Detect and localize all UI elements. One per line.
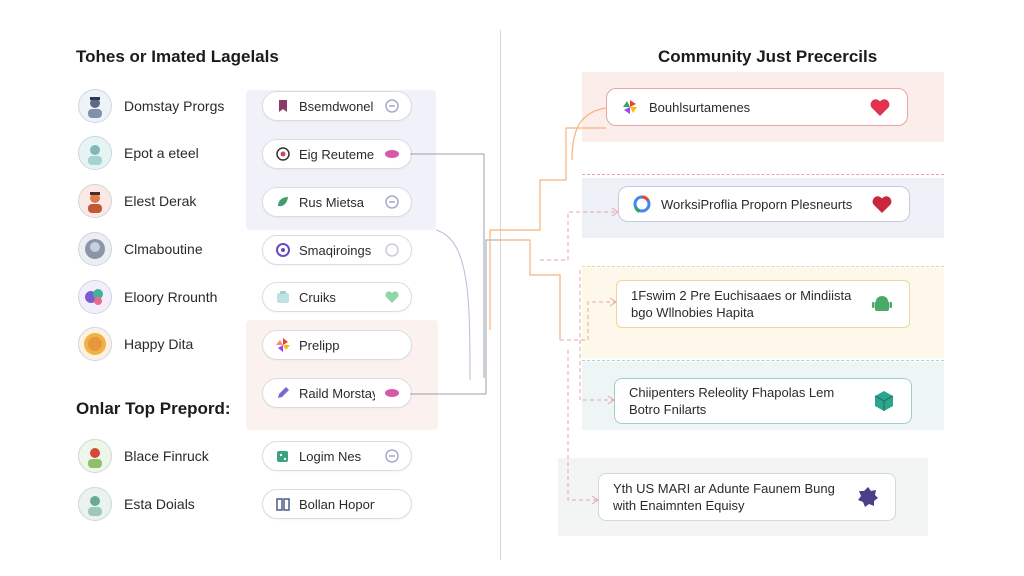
pill-label: Cruiks [299, 289, 336, 305]
toggle-icon[interactable] [383, 193, 401, 211]
pill-label: Raild Morstay [299, 385, 375, 401]
person-row[interactable]: Epot a eteel [78, 135, 199, 171]
card-text: Bouhlsurtamenes [649, 99, 751, 115]
community-card[interactable]: Chiipenters Releolity Fhapolas Lem Botro… [614, 378, 912, 424]
target-icon [275, 146, 291, 162]
dice-icon [275, 448, 291, 464]
community-card[interactable]: 1Fswim 2 Pre Euchisaaes or Mindiista bgo… [616, 280, 910, 328]
pill-label: Smaqiroings [299, 242, 372, 258]
person-row[interactable]: Blace Finruck [78, 438, 209, 474]
toggle-icon[interactable] [383, 241, 401, 259]
pill-button[interactable]: Prelipp [262, 330, 412, 360]
left-heading-bottom: Onlar Top Prepord: [76, 399, 231, 418]
person-row[interactable]: Clmaboutine [78, 231, 203, 267]
person-name: Happy Dita [124, 336, 194, 352]
person-name: Elest Derak [124, 193, 197, 209]
pill-label: Rus Mietsa [299, 194, 365, 210]
connector-line [500, 239, 561, 340]
card-text: WorksiProflia Proporn Plesneurts [661, 196, 853, 212]
card-text: Chiipenters Releolity Fhapolas Lem Botro… [629, 385, 835, 417]
band-separator [582, 174, 944, 175]
avatar [78, 487, 112, 521]
community-card[interactable]: Bouhlsurtamenes [606, 88, 908, 126]
box-icon [275, 289, 291, 305]
pill-button[interactable]: Cruiks [262, 282, 412, 312]
pill-label: Logim Nes [299, 448, 362, 464]
person-row[interactable]: Eloory Rrounth [78, 279, 217, 315]
avatar [78, 89, 112, 123]
column-divider [500, 30, 501, 560]
pinwheel-icon [275, 337, 291, 353]
band-separator [582, 266, 944, 267]
pill-label: Bsemdwonel [299, 98, 374, 114]
person-name: Eloory Rrounth [124, 289, 218, 305]
pill-button[interactable]: Eig Reutement [262, 139, 412, 169]
person-row[interactable]: Esta Doials [78, 486, 195, 522]
pill-label: Eig Reutement [299, 146, 375, 162]
book-icon [275, 496, 291, 512]
person-name: Clmaboutine [124, 241, 203, 257]
community-card[interactable]: Yth US MARI ar Adunte Faunem Bung with E… [598, 473, 896, 521]
avatar [78, 136, 112, 170]
person-row[interactable]: Domstay Prorgs [78, 88, 224, 124]
avatar [78, 327, 112, 361]
card-text: Yth US MARI ar Adunte Faunem Bung with E… [613, 481, 835, 513]
person-row[interactable]: Happy Dita [78, 326, 193, 362]
pill-button[interactable]: Smaqiroings [262, 235, 412, 265]
person-row[interactable]: Elest Derak [78, 183, 196, 219]
right-heading: Community Just Precercils [658, 47, 878, 66]
pill-button[interactable]: Rus Mietsa [262, 187, 412, 217]
pill-button[interactable]: Raild Morstay [262, 378, 412, 408]
left-heading-top: Tohes or Imated Lagelals [76, 47, 279, 66]
pill-button[interactable]: Bsemdwonel [262, 91, 412, 121]
heart-icon[interactable] [869, 191, 895, 217]
pencil-icon [275, 385, 291, 401]
person-name: Epot a eteel [124, 145, 199, 161]
person-name: Esta Doials [124, 496, 195, 512]
avatar [78, 232, 112, 266]
pill-button[interactable]: Bollan Hoports [262, 489, 412, 519]
connector-dot-icon[interactable] [383, 384, 401, 402]
pill-label: Bollan Hoports [299, 496, 375, 512]
person-name: Domstay Prorgs [124, 98, 225, 114]
cube-icon[interactable] [871, 388, 897, 414]
heart-icon[interactable] [867, 94, 893, 120]
toggle-icon[interactable] [383, 97, 401, 115]
pill-label: Prelipp [299, 337, 340, 353]
trail-empty [383, 336, 401, 354]
community-card[interactable]: WorksiProflia Proporn Plesneurts [618, 186, 910, 222]
connector-line [435, 229, 471, 381]
ring-icon [275, 242, 291, 258]
android-icon[interactable] [869, 291, 895, 317]
avatar [78, 184, 112, 218]
google-icon [633, 195, 651, 213]
person-name: Blace Finruck [124, 448, 209, 464]
badge-icon[interactable] [855, 484, 881, 510]
avatar [78, 439, 112, 473]
avatar [78, 280, 112, 314]
toggle-icon[interactable] [383, 447, 401, 465]
band-separator [582, 360, 944, 361]
connector-dot-icon[interactable] [383, 145, 401, 163]
card-text: 1Fswim 2 Pre Euchisaaes or Mindiista bgo… [631, 288, 852, 320]
leaf-icon [275, 194, 291, 210]
pill-button[interactable]: Logim Nes [262, 441, 412, 471]
trail-empty [383, 495, 401, 513]
puzzle-icon [621, 98, 639, 116]
heart-icon[interactable] [383, 288, 401, 306]
bookmark-icon [275, 98, 291, 114]
